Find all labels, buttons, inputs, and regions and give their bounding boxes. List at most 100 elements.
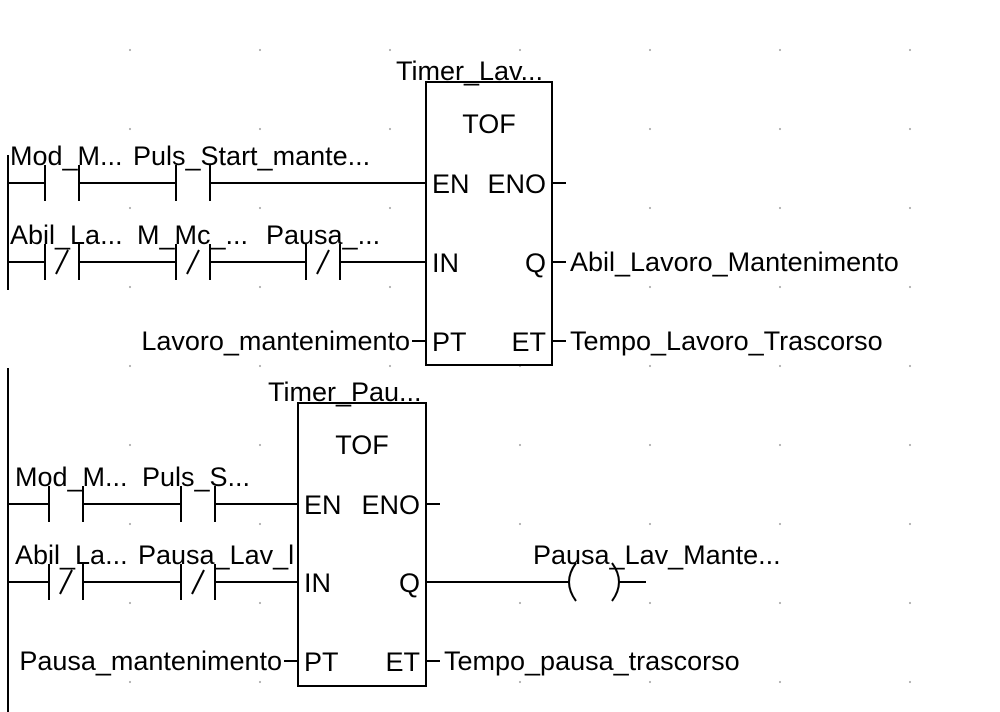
grid-dot <box>258 364 262 368</box>
pin-pt: PT <box>304 647 339 677</box>
grid-dot <box>258 522 262 526</box>
grid-dot <box>778 601 782 605</box>
contact-label: Abil_La... <box>10 220 123 250</box>
grid-dot <box>778 206 782 210</box>
contact-abil-la-nc[interactable]: Abil_La... <box>15 540 128 600</box>
pin-q: Q <box>399 568 420 598</box>
grid-dot <box>648 680 652 684</box>
grid-dot <box>388 206 392 210</box>
grid-dot <box>518 443 522 447</box>
grid-dot <box>518 522 522 526</box>
contact-label: Mod_M... <box>10 141 123 171</box>
contact-label: Abil_La... <box>15 540 128 570</box>
timer-instance-name: Timer_Pau... <box>268 377 422 407</box>
grid-dot <box>908 364 912 368</box>
grid-dot <box>908 127 912 131</box>
grid-dot <box>648 285 652 289</box>
grid-dot <box>258 443 262 447</box>
contact-label: Puls_Start_mante... <box>133 141 370 171</box>
grid-dot <box>908 601 912 605</box>
pt-input-label[interactable]: Pausa_mantenimento <box>19 646 282 676</box>
grid-dot <box>518 601 522 605</box>
grid-dot <box>648 601 652 605</box>
grid-dot <box>388 127 392 131</box>
coil-pausa-lav-mante[interactable]: Pausa_Lav_Mante... <box>533 540 781 602</box>
pin-in: IN <box>432 248 459 278</box>
grid-dot <box>258 127 262 131</box>
grid-dot <box>778 48 782 52</box>
grid-dot <box>518 680 522 684</box>
et-output-label[interactable]: Tempo_Lavoro_Trascorso <box>570 326 883 356</box>
contact-mod-m[interactable]: Mod_M... <box>10 141 123 201</box>
timer-type: TOF <box>335 430 389 460</box>
contact-pausa-lav-nc[interactable]: Pausa_Lav_l <box>138 540 294 600</box>
pt-input-label[interactable]: Lavoro_mantenimento <box>141 326 410 356</box>
grid-dot <box>908 206 912 210</box>
grid-dot <box>388 48 392 52</box>
contact-label: Mod_M... <box>15 462 128 492</box>
grid-dot <box>908 443 912 447</box>
timer-box <box>297 402 427 687</box>
pin-eno: ENO <box>361 490 420 520</box>
grid-dot <box>778 127 782 131</box>
grid-dot <box>128 364 132 368</box>
grid-dot <box>128 48 132 52</box>
grid-dot <box>128 522 132 526</box>
pin-q: Q <box>525 248 546 278</box>
pin-eno: ENO <box>487 169 546 199</box>
grid-dot <box>648 206 652 210</box>
grid-dot <box>388 285 392 289</box>
grid-dot <box>258 680 262 684</box>
timer-box <box>425 81 553 366</box>
grid-dot <box>778 443 782 447</box>
grid-dot <box>648 127 652 131</box>
rung-2: Mod_M... Puls_S... Abil_La... Pausa_Lav_… <box>7 368 781 712</box>
grid-dot <box>128 680 132 684</box>
grid-dot <box>128 285 132 289</box>
grid-dot <box>258 206 262 210</box>
contact-label: Puls_S... <box>142 462 250 492</box>
grid-dot <box>648 522 652 526</box>
grid-dot <box>778 364 782 368</box>
grid-dot <box>258 601 262 605</box>
grid-dot <box>778 522 782 526</box>
contact-mod-m[interactable]: Mod_M... <box>15 462 128 522</box>
et-output-label[interactable]: Tempo_pausa_trascorso <box>444 646 740 676</box>
contact-abil-la-nc[interactable]: Abil_La... <box>10 220 123 280</box>
grid-dot <box>128 206 132 210</box>
grid-dot <box>648 48 652 52</box>
contact-puls-s[interactable]: Puls_S... <box>142 462 250 522</box>
pin-et: ET <box>511 327 546 357</box>
pin-en: EN <box>304 490 342 520</box>
grid-dot <box>908 285 912 289</box>
contact-label: M_Mc_... <box>137 220 248 250</box>
timer-instance-name: Timer_Lav... <box>396 56 543 86</box>
grid-dot <box>128 127 132 131</box>
tof-timer-block-2[interactable]: Timer_Pau... TOF EN ENO IN Q PT ET <box>268 377 427 687</box>
contact-m-mc-nc[interactable]: M_Mc_... <box>137 220 248 280</box>
grid-dot <box>648 364 652 368</box>
contact-puls-start[interactable]: Puls_Start_mante... <box>133 141 370 201</box>
pin-in: IN <box>304 568 331 598</box>
grid-dot <box>518 48 522 52</box>
grid-dot <box>128 443 132 447</box>
grid-dot <box>778 285 782 289</box>
grid-dot <box>908 680 912 684</box>
q-output-label[interactable]: Abil_Lavoro_Mantenimento <box>570 247 899 277</box>
tof-timer-block-1[interactable]: Timer_Lav... TOF EN ENO IN Q PT ET <box>396 56 553 366</box>
grid-dot <box>258 48 262 52</box>
grid-dot <box>128 601 132 605</box>
grid-dot <box>778 680 782 684</box>
contact-label: Pausa_... <box>266 220 380 250</box>
coil-label: Pausa_Lav_Mante... <box>533 540 781 570</box>
grid-dot <box>908 48 912 52</box>
pin-en: EN <box>432 169 470 199</box>
grid-dot <box>648 443 652 447</box>
contact-label: Pausa_Lav_l <box>138 540 294 570</box>
timer-type: TOF <box>462 109 516 139</box>
contact-pausa-nc[interactable]: Pausa_... <box>266 220 380 280</box>
grid-dot <box>908 522 912 526</box>
pin-et: ET <box>385 647 420 677</box>
grid-dot <box>258 285 262 289</box>
